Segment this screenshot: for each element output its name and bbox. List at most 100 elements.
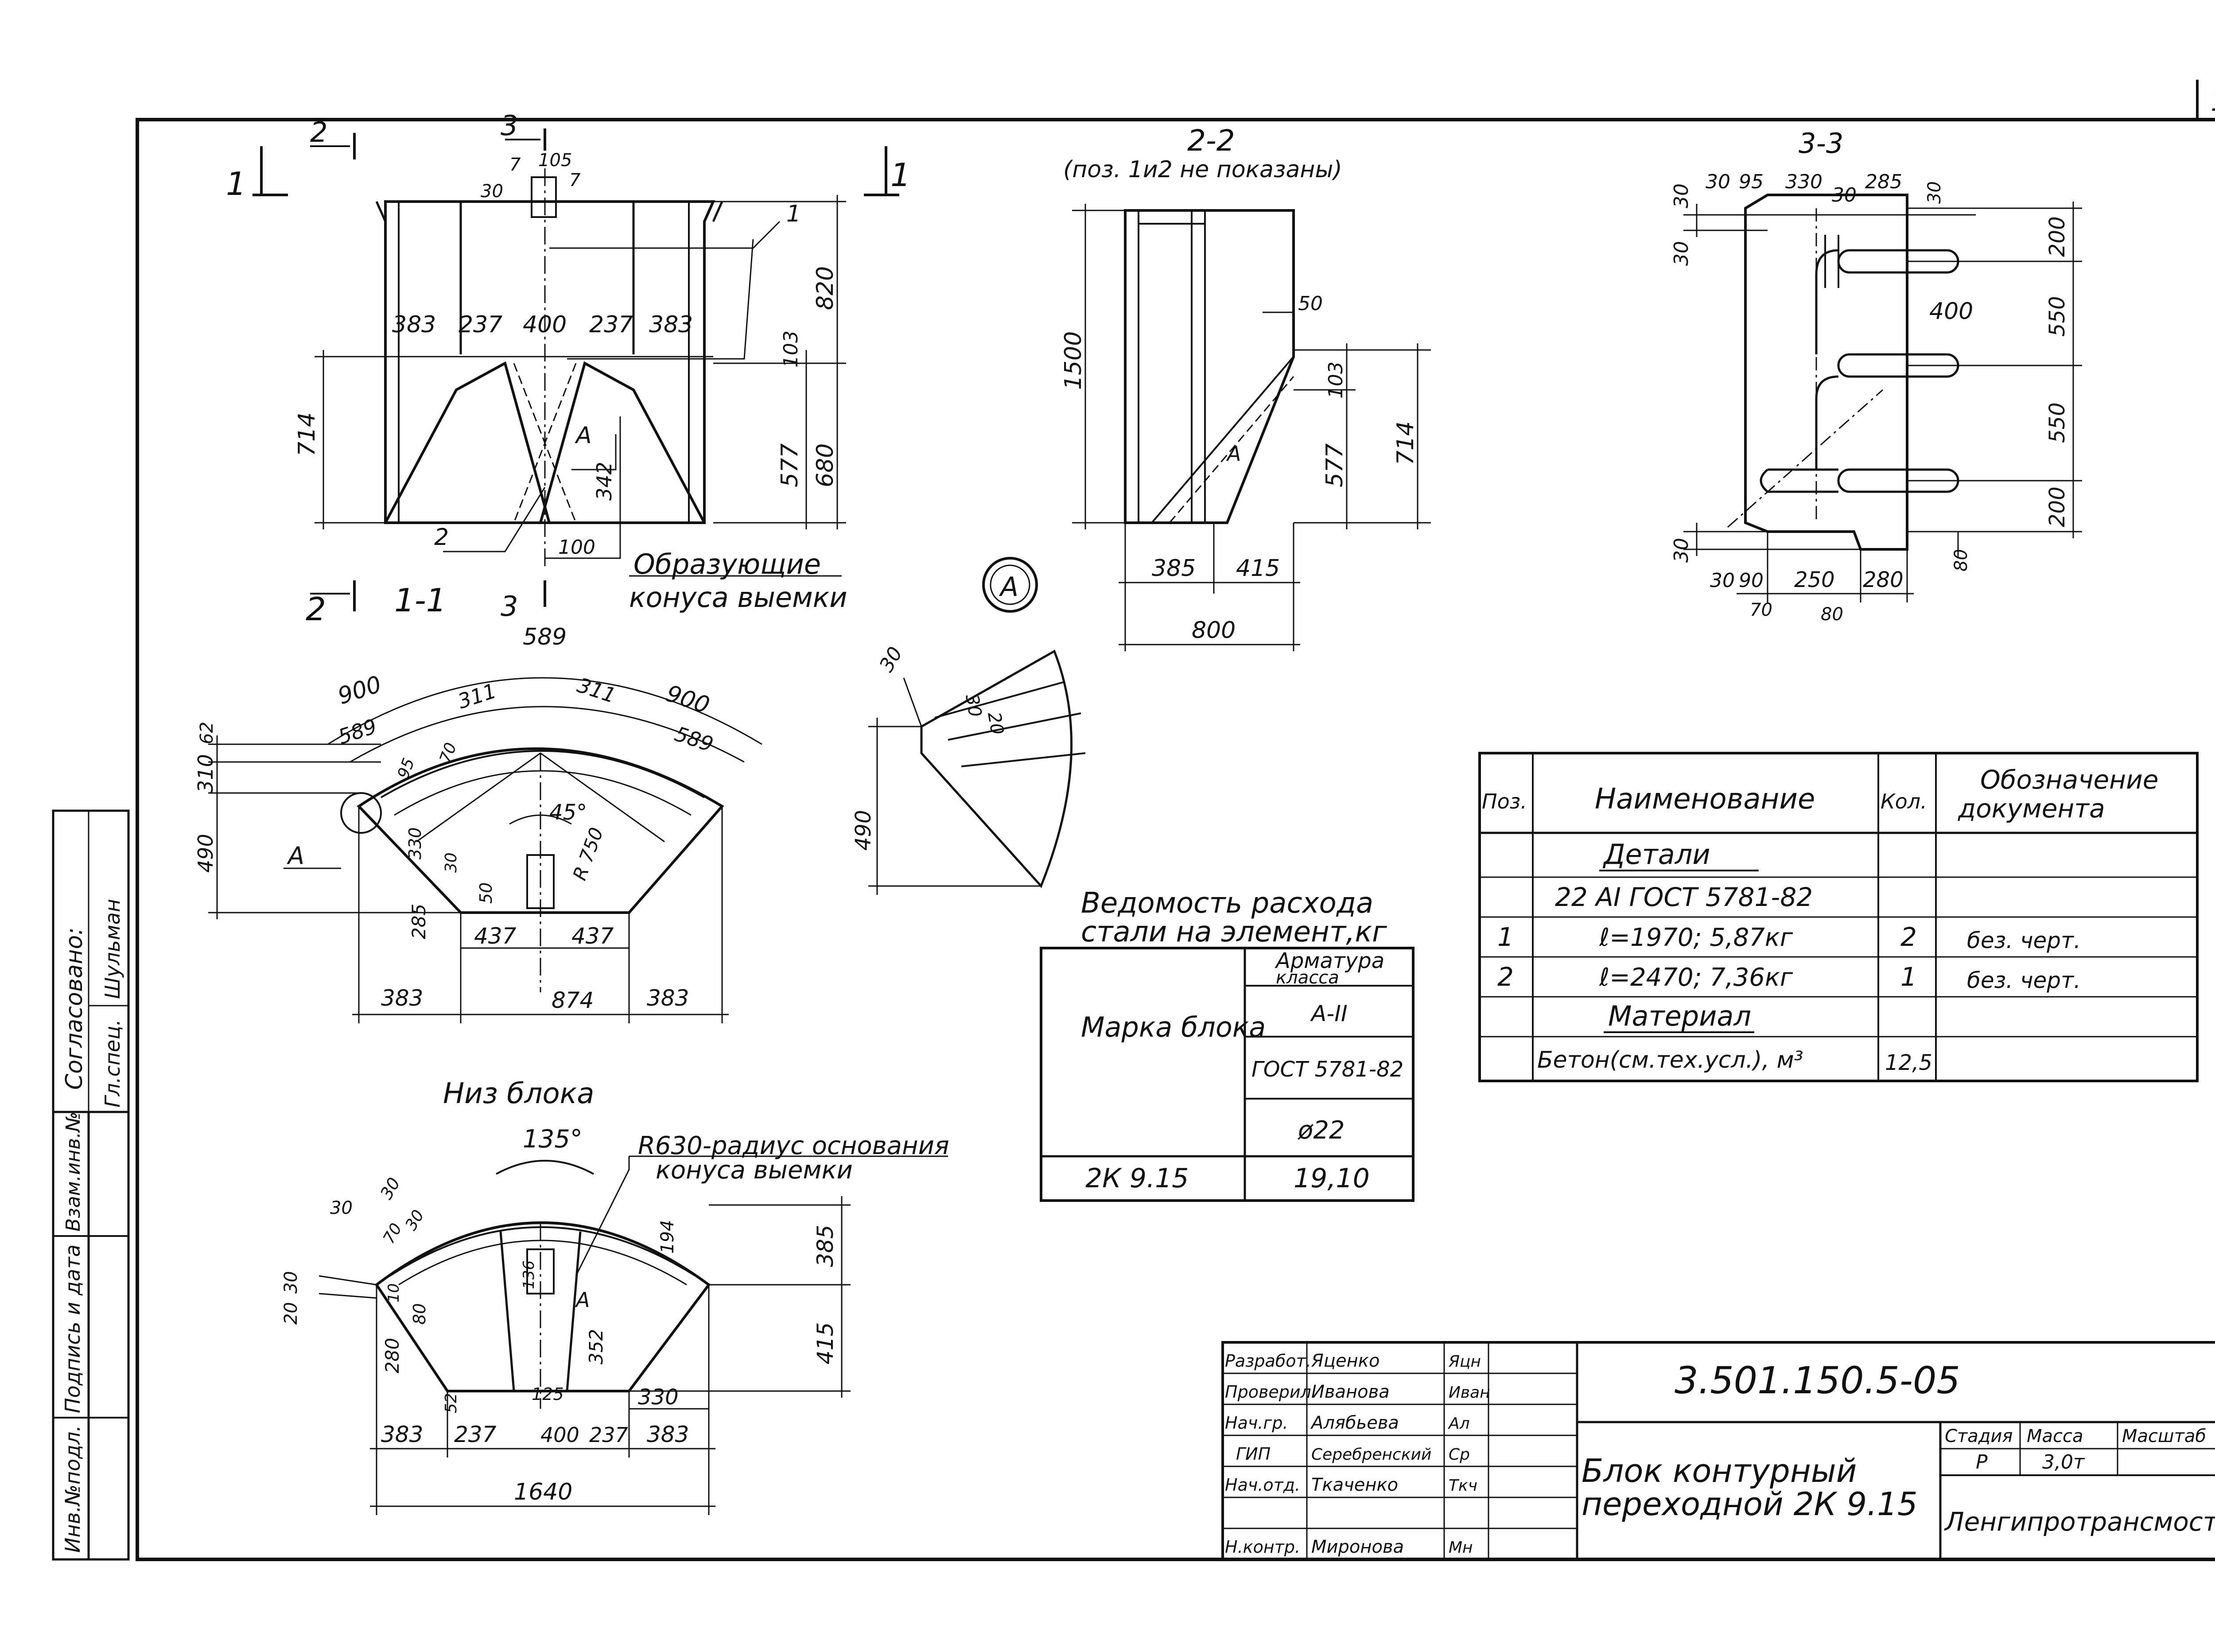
note-generatrix-line2: конуса выемки (629, 581, 847, 614)
spec-row-3-name: ℓ=2470; 7,36кг (1599, 963, 1793, 992)
person-0-name: Яценко (1311, 1351, 1380, 1371)
callout-pos-1: 1 (786, 201, 801, 227)
dim-3-3-b90: 90 (1739, 569, 1764, 592)
plan-top-dim-30: 30 (442, 852, 460, 873)
steel-table-title-line1: Ведомость расхода (1081, 887, 1373, 920)
steel-table-title-line2: стали на элемент,кг (1081, 916, 1387, 948)
dim-3-3-b30x: 30 (1710, 569, 1735, 592)
dim-103: 103 (780, 330, 802, 368)
dim-103-2: 103 (1325, 361, 1347, 399)
side-stamp-spec-role: Гл.спец. (101, 1019, 124, 1108)
dim-3-3-b80: 80 (1821, 604, 1843, 625)
spec-row-4-name: Материал (1608, 1000, 1751, 1032)
dim-400: 400 (523, 311, 567, 338)
dim-3-3-t330: 330 (1785, 171, 1823, 193)
pb-dim-l280: 280 (381, 1338, 403, 1373)
plan-top-angle-45: 45° (549, 800, 587, 825)
pb-dim-b52: 52 (442, 1393, 460, 1413)
title-stage-label: Стадия (1945, 1426, 2013, 1446)
person-3-name: Серебренский (1311, 1446, 1431, 1464)
side-stamp-inv-orig: Инв.№подл. (61, 1425, 85, 1553)
dim-3-3-t30b: 30 (1832, 184, 1857, 206)
section-1-1-view (253, 128, 899, 611)
spec-row-3-pos: 2 (1497, 962, 1514, 992)
plan-top-dim-62: 62 (197, 722, 217, 744)
plan-bottom-angle: 135° (523, 1125, 583, 1154)
section-3-3-title: 3-3 (1799, 127, 1843, 159)
plan-top-dim-310: 310 (194, 754, 218, 793)
person-2-role: Нач.гр. (1225, 1413, 1288, 1433)
steel-table-class: А-II (1310, 1001, 1348, 1026)
pb-dim-c136: 136 (520, 1260, 538, 1289)
plan-top-dim-383a: 383 (381, 985, 423, 1011)
plan-bottom-note-line2: конуса выемки (656, 1156, 853, 1185)
dim-383b: 383 (649, 311, 693, 338)
side-stamp-agreed: Согласовано: (61, 927, 88, 1090)
title-name-line2: переходной 2К 9.15 (1582, 1485, 1918, 1523)
dim-3-3-r80: 80 (1951, 549, 1971, 571)
dim-680: 680 (812, 443, 839, 487)
person-4-name: Ткаченко (1311, 1475, 1398, 1495)
steel-table-mark-label: Марка блока (1081, 1011, 1266, 1043)
pb-dim-b330: 330 (638, 1385, 679, 1410)
steel-table-diameter: ø22 (1298, 1116, 1345, 1145)
detail-a-view (868, 649, 1086, 895)
spec-table (1478, 752, 2199, 1082)
pb-dim-total: 1640 (514, 1479, 572, 1505)
person-0-sign: Яцн (1448, 1353, 1481, 1371)
dim-385: 385 (1152, 555, 1196, 582)
callout-pos-2: 2 (434, 524, 449, 551)
plan-top-view (208, 677, 762, 1023)
steel-table-standard: ГОСТ 5781-82 (1251, 1057, 1403, 1082)
pb-dim-b125: 125 (532, 1384, 564, 1404)
steel-table-reinf-line2: класса (1276, 968, 1339, 988)
section-1-1-label: 1-1 (394, 582, 447, 619)
plan-top-dim-383b: 383 (647, 985, 689, 1011)
dim-3-3-t95: 95 (1739, 171, 1764, 193)
spec-row-2-name: ℓ=1970; 5,87кг (1599, 923, 1793, 952)
section-3-3-view (1683, 194, 2082, 602)
cut-1-right-label: 1 (890, 156, 911, 194)
pb-dim-b383b: 383 (647, 1422, 689, 1447)
dim-3-3-c400: 400 (1929, 298, 1973, 325)
dim-577: 577 (777, 443, 803, 487)
dim-100: 100 (558, 536, 595, 559)
dim-7b: 7 (569, 170, 581, 190)
spec-row-3-doc: без. черт. (1967, 968, 2081, 993)
spec-header-doc-line1: Обозначение (1980, 765, 2158, 795)
title-org: Ленгипротрансмост (1944, 1507, 2215, 1537)
sheet-frame (136, 118, 2215, 1561)
cut-2-top-label: 2 (310, 116, 327, 148)
person-0-role: Разработ. (1225, 1351, 1311, 1371)
pb-dim-b237a: 237 (454, 1422, 497, 1447)
person-4-role: Нач.отд. (1225, 1475, 1300, 1495)
title-mass-label: Масса (2027, 1426, 2083, 1446)
dim-415: 415 (1236, 555, 1280, 582)
dim-800: 800 (1192, 617, 1236, 644)
steel-table-reinf-line1: Арматура (1275, 948, 1384, 973)
spec-header-qty: Кол. (1881, 789, 1927, 813)
person-1-role: Проверил (1225, 1382, 1311, 1402)
plan-top-dim-330: 330 (405, 827, 425, 859)
steel-table-row-mark: 2К 9.15 (1085, 1163, 1189, 1194)
pb-dim-l30b: 30 (377, 1174, 404, 1203)
plan-top-dim-900b: 900 (663, 680, 713, 719)
dim-30: 30 (481, 181, 503, 202)
person-1-sign: Иван (1449, 1384, 1490, 1402)
plan-top-dim-437a: 437 (474, 923, 517, 949)
person-4-sign: Ткч (1449, 1477, 1477, 1495)
pb-dim-l30d: 30 (281, 1271, 301, 1294)
dim-820: 820 (812, 266, 839, 310)
dim-7a: 7 (509, 155, 521, 175)
pb-dim-r415: 415 (812, 1322, 838, 1364)
callout-detail-a: А (575, 422, 592, 449)
sheet-number: 13 (2211, 85, 2215, 118)
plan-top-detail-a: А (287, 842, 304, 870)
pb-detail-a: А (575, 1288, 590, 1312)
pb-dim-b400: 400 (540, 1423, 579, 1447)
plan-top-dim-437b: 437 (571, 923, 614, 949)
cut-3-top-label: 3 (501, 109, 518, 142)
title-stage: Р (1976, 1451, 1988, 1473)
pb-dim-c352: 352 (585, 1329, 607, 1364)
